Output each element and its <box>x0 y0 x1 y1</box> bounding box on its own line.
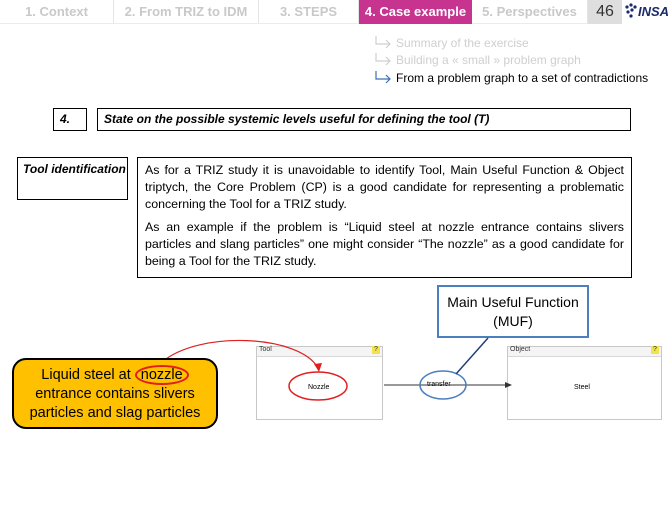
help-icon[interactable]: ? <box>651 346 659 354</box>
problem-callout: Liquid steel at nozzle entrance contains… <box>12 358 218 429</box>
section-label: Tool identification <box>17 157 128 200</box>
step-title: State on the possible systemic levels us… <box>97 108 631 131</box>
paragraph: As for a TRIZ study it is unavoidable to… <box>145 163 624 211</box>
arrow-icon <box>375 53 391 66</box>
object-value: Steel <box>574 384 590 391</box>
logo-text: INSA <box>638 4 669 19</box>
callout-highlight: nozzle <box>134 365 189 385</box>
muf-label-box: Main Useful Function (MUF) <box>437 285 589 338</box>
tab-steps[interactable]: 3. STEPS <box>259 0 359 24</box>
arrow-head <box>505 382 512 388</box>
tab-context[interactable]: 1. Context <box>0 0 114 24</box>
callout-text-rest: entrance contains slivers particles and … <box>29 386 201 421</box>
muf-pointer <box>455 337 489 375</box>
transfer-oval <box>419 370 467 400</box>
arrow-icon <box>375 71 391 84</box>
tab-from-triz-to-idm[interactable]: 2. From TRIZ to IDM <box>114 0 259 24</box>
nozzle-oval <box>288 371 348 401</box>
tool-node[interactable]: Tool ? Nozzle <box>256 346 383 420</box>
callout-text-start: Liquid steel at <box>41 367 135 383</box>
section-body: As for a TRIZ study it is unavoidable to… <box>137 157 632 278</box>
red-curve-arrow <box>161 339 319 369</box>
tab-perspectives[interactable]: 5. Perspectives <box>472 0 588 24</box>
tool-value: Nozzle <box>308 384 330 391</box>
object-node[interactable]: Object ? Steel <box>507 346 662 420</box>
tab-case-example[interactable]: 4. Case example <box>359 0 472 24</box>
help-icon[interactable]: ? <box>372 346 380 354</box>
step-number: 4. <box>53 108 87 131</box>
page-number: 46 <box>588 0 622 24</box>
insa-logo: INSA <box>623 1 671 23</box>
object-node-title: Object <box>510 346 531 353</box>
tool-node-title: Tool <box>259 346 272 353</box>
paragraph: As an example if the problem is “Liquid … <box>145 220 624 268</box>
arrow-icon <box>375 36 391 49</box>
